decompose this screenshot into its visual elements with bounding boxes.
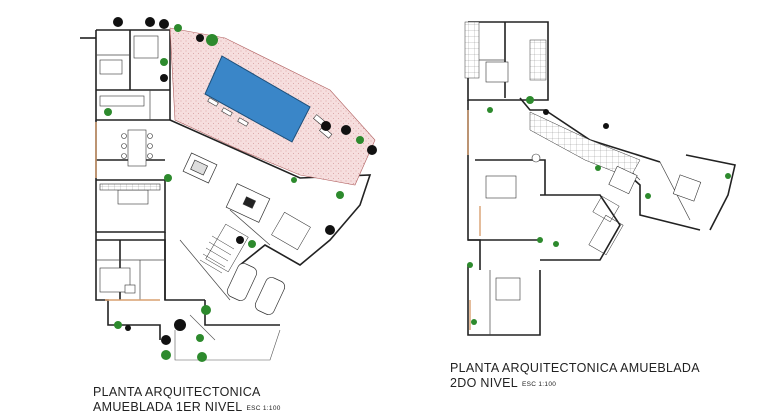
entry-ramp	[174, 314, 281, 361]
second-floor-beds	[485, 61, 702, 301]
dining-table	[121, 129, 153, 167]
first-floor-title-line2: AMUEBLADA 1ER NIVEL	[93, 400, 243, 414]
trees	[104, 17, 377, 362]
first-floor-plan	[80, 17, 377, 362]
terrace-tiles	[529, 111, 641, 179]
first-floor-caption: PLANTA ARQUITECTONICA AMUEBLADA 1ER NIVE…	[93, 385, 281, 416]
first-floor-walls	[80, 29, 372, 340]
kitchen-furniture	[99, 183, 161, 294]
stairs	[199, 211, 311, 274]
living-room-furniture	[182, 152, 271, 223]
first-floor-title-line1: PLANTA ARQUITECTONICA	[93, 385, 261, 399]
wood-accents	[95, 122, 160, 301]
second-floor-stairs	[588, 195, 624, 256]
cars	[226, 263, 286, 315]
second-floor-title-line1: PLANTA ARQUITECTONICA AMUEBLADA	[450, 361, 700, 375]
second-floor-planters	[467, 96, 731, 325]
round-table	[531, 153, 541, 163]
second-floor-caption: PLANTA ARQUITECTONICA AMUEBLADA 2DO NIVE…	[450, 361, 700, 392]
second-floor-title-line2: 2DO NIVEL	[450, 376, 519, 390]
second-floor-scale: ESC 1:100	[522, 381, 557, 388]
terrace-tiles-top	[464, 21, 480, 79]
bedroom-furniture	[99, 35, 159, 107]
second-floor-wood	[467, 110, 481, 330]
pool	[204, 55, 311, 143]
first-floor-partitions	[96, 54, 271, 301]
terrace-tiles-right	[529, 39, 547, 81]
first-floor-scale: ESC 1:100	[246, 405, 281, 412]
second-floor-plan	[464, 21, 736, 336]
